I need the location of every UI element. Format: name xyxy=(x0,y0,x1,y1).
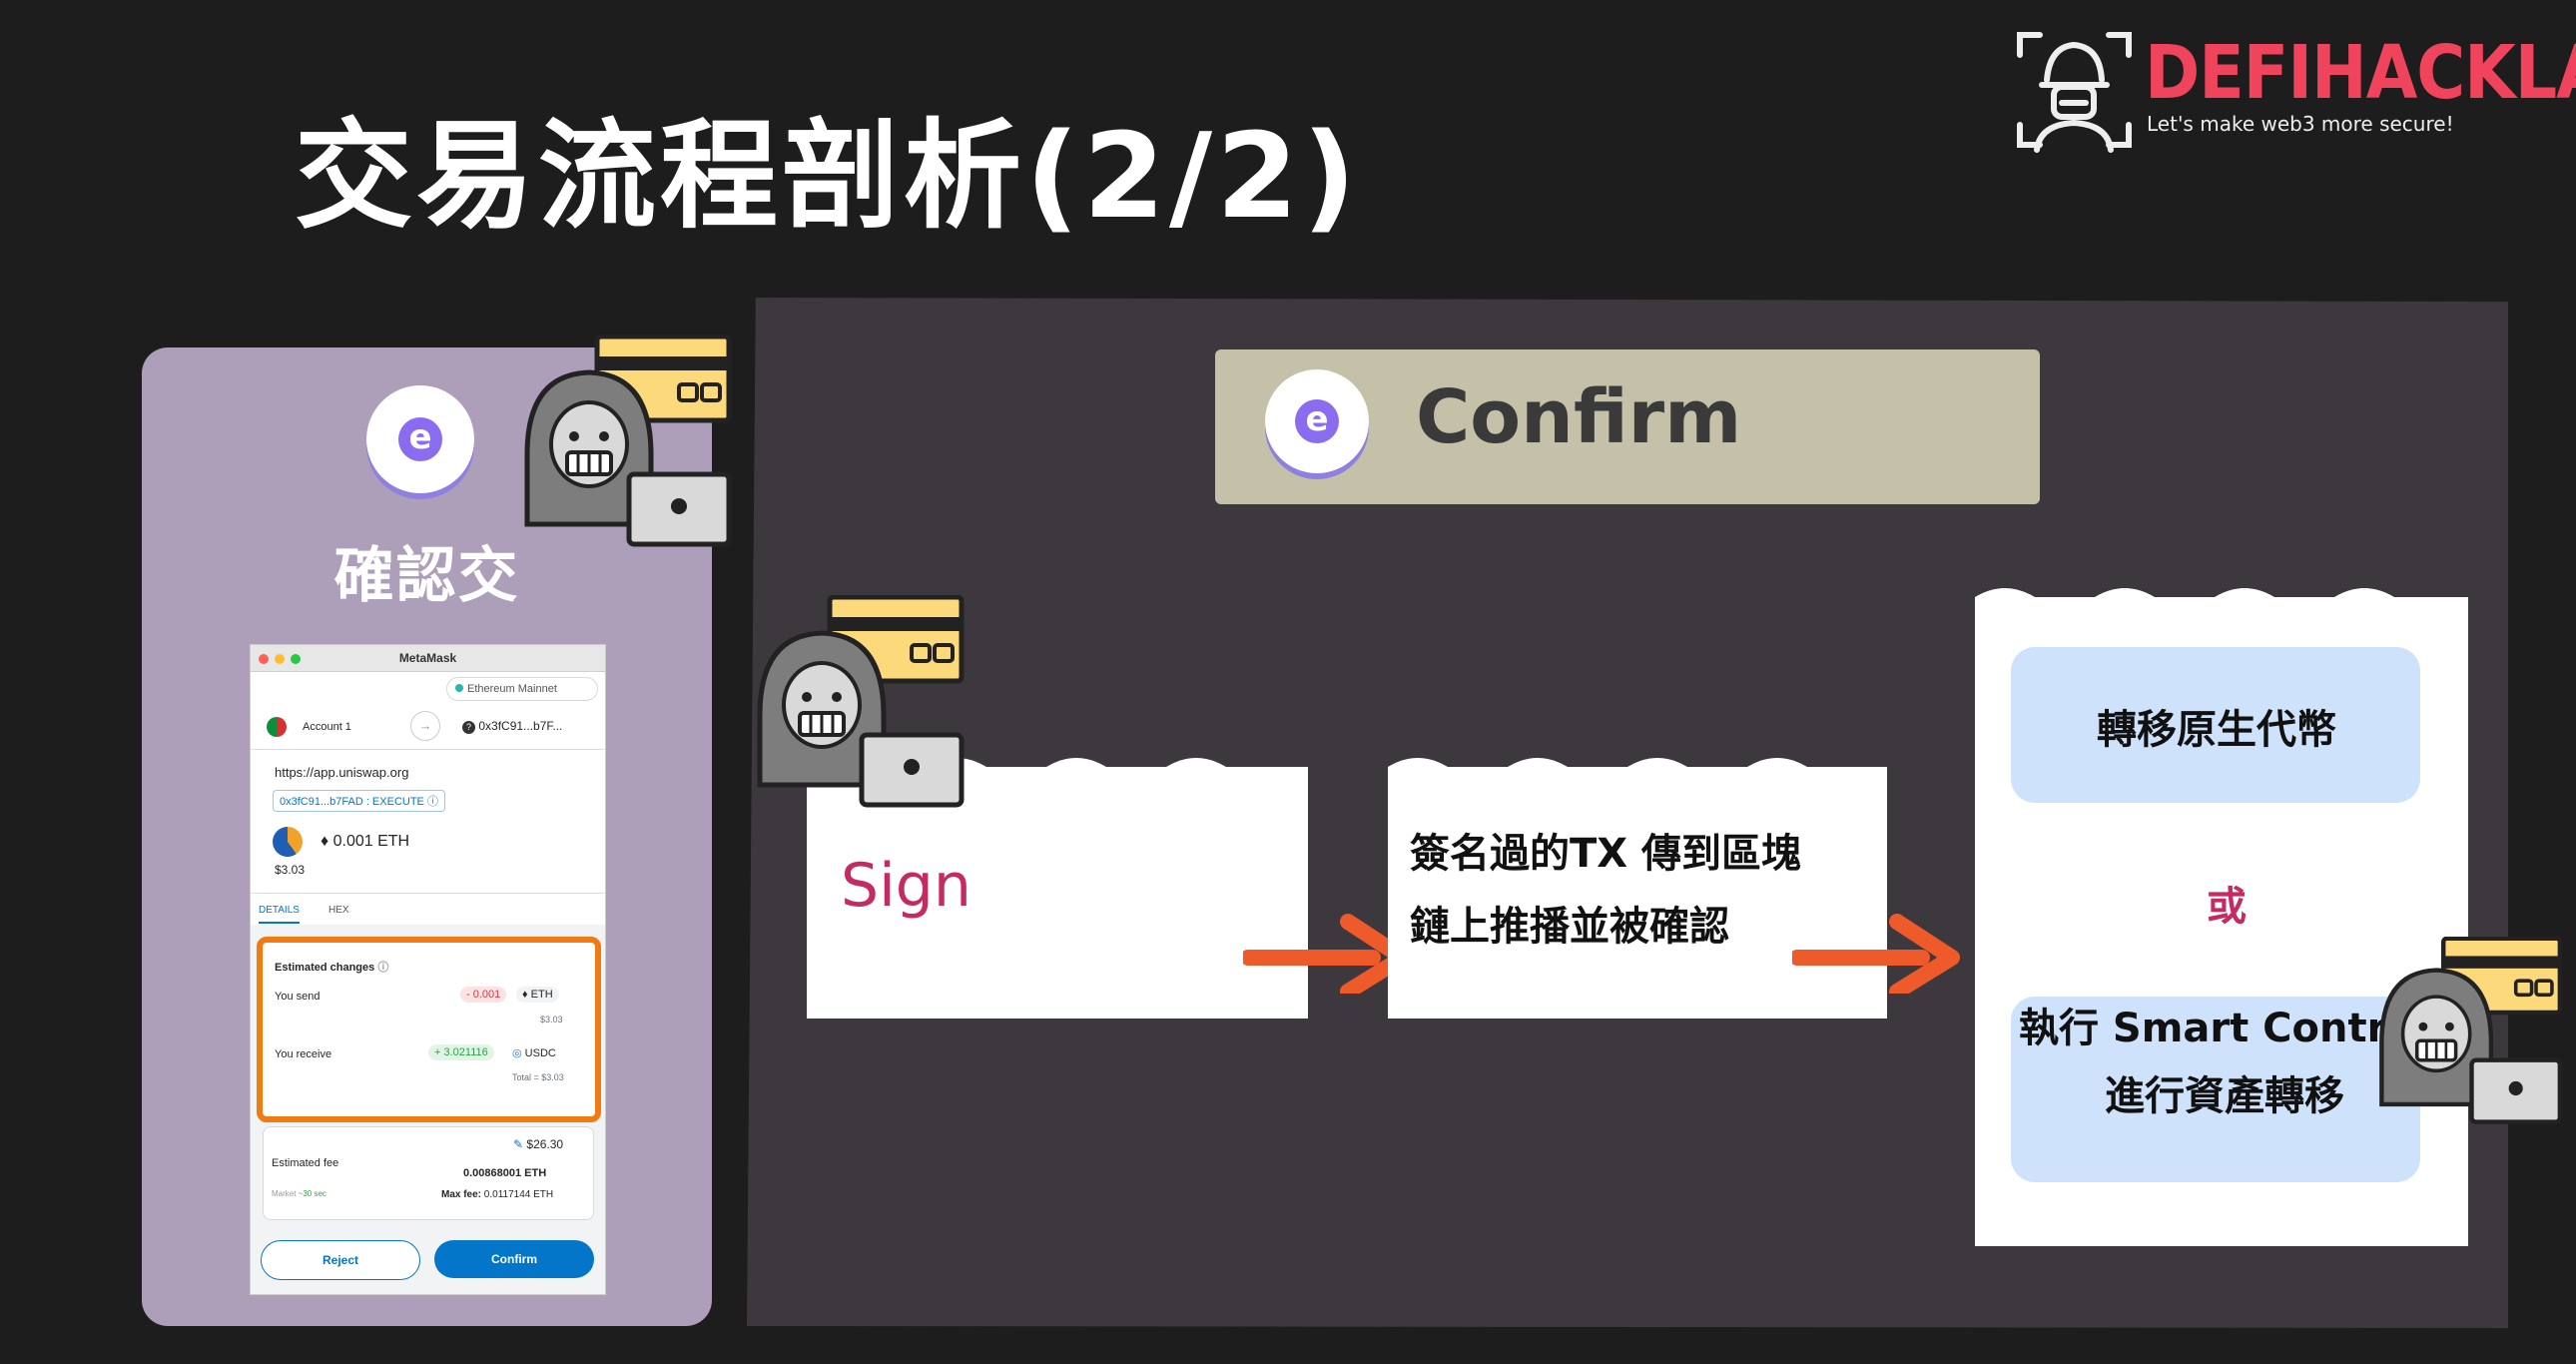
confirm-banner: e xyxy=(1215,349,2040,504)
brand-tagline: Let's make web3 more secure! xyxy=(2147,112,2454,136)
metamask-emoji-icon: e xyxy=(1265,369,1369,473)
arrow-right-icon: → xyxy=(410,711,440,741)
usdc-icon: ◎ xyxy=(512,1047,522,1059)
tab-hex[interactable]: HEX xyxy=(328,905,349,916)
window-title: MetaMask xyxy=(398,651,457,665)
you-receive-label: You receive xyxy=(275,1048,332,1060)
network-name: Ethereum Mainnet xyxy=(467,683,557,695)
arrow-right-icon xyxy=(1792,914,1960,994)
brand-logo xyxy=(2012,25,2137,155)
torn-edge xyxy=(1388,758,1887,779)
outcome-contract-line1: 執行 Smart Contract xyxy=(2019,1006,2398,1051)
estimated-changes-heading: Estimated changes ⓘ xyxy=(275,962,389,974)
contract-method-badge[interactable]: 0x3fC91...b7FAD : EXECUTE ⓘ xyxy=(273,790,445,812)
confirm-panel-label: 確認交 xyxy=(333,541,520,611)
recipient-address[interactable]: ? 0x3fC91...b7F... xyxy=(462,719,562,734)
tab-details[interactable]: DETAILS xyxy=(259,905,300,924)
estimated-changes-box: Estimated changes ⓘ You send - 0.001 ♦ E… xyxy=(257,937,601,1122)
info-icon: ⓘ xyxy=(377,962,389,974)
outcome-contract-box xyxy=(2011,997,2420,1182)
hacker-sticker-icon xyxy=(751,594,972,810)
confirm-button[interactable]: Confirm xyxy=(434,1240,594,1278)
step-card-sign xyxy=(807,758,1308,1019)
step-broadcast-line2: 鏈上推播並被確認 xyxy=(1410,904,1729,950)
brand-name: DEFIHACKLABS xyxy=(2145,30,2576,116)
estimated-fee-box: ✎ $26.30 Estimated fee 0.00868001 ETH Ma… xyxy=(263,1126,594,1220)
confirm-banner-label: Confirm xyxy=(1416,374,1742,460)
reject-button[interactable]: Reject xyxy=(261,1240,420,1280)
account-avatar xyxy=(267,717,287,737)
fee-eth: 0.00868001 ETH xyxy=(463,1167,547,1179)
max-fee: Max fee: 0.0117144 ETH xyxy=(441,1189,554,1200)
fee-speed: Market ~30 sec xyxy=(272,1189,326,1198)
edit-icon[interactable]: ✎ xyxy=(513,1137,524,1151)
send-amount-fiat: $3.03 xyxy=(275,863,306,877)
step-sign-text: Sign 一筆交易 xyxy=(841,837,1232,924)
sign-description: 一筆交易 xyxy=(970,851,1232,921)
step-card-broadcast xyxy=(1388,758,1887,1019)
contract-method-text: 0x3fC91...b7FAD : EXECUTE xyxy=(280,796,424,808)
minimize-window-button[interactable] xyxy=(275,654,285,664)
metamask-confirm-window: MetaMask Ethereum Mainnet Account 1 → ? … xyxy=(250,644,606,1295)
send-amount: ♦ 0.001 ETH xyxy=(321,833,410,850)
metamask-emoji-icon: e xyxy=(366,385,474,493)
hacker-sticker-icon xyxy=(519,334,739,549)
fee-fiat: ✎ $26.30 xyxy=(513,1137,564,1151)
receive-total: Total = $3.03 xyxy=(512,1072,564,1082)
info-icon: ⓘ xyxy=(426,796,438,808)
divider xyxy=(251,749,605,750)
outcome-contract-line2: 進行資產轉移 xyxy=(2105,1073,2344,1119)
dapp-token-icon xyxy=(273,827,303,857)
send-fiat: $3.03 xyxy=(540,1015,563,1024)
sign-keyword: Sign xyxy=(841,851,971,921)
window-titlebar: MetaMask xyxy=(251,645,605,672)
outcome-card xyxy=(1975,588,2468,1246)
send-token: ♦ ETH xyxy=(516,987,559,1003)
send-value-badge: - 0.001 xyxy=(460,987,507,1003)
slide-title: 交易流程剖析(2/2) xyxy=(295,107,1361,245)
you-send-label: You send xyxy=(275,991,321,1003)
outcome-native-transfer: 轉移原生代幣 xyxy=(2097,707,2336,753)
help-icon: ? xyxy=(462,721,475,734)
hacker-mascot-icon xyxy=(2017,32,2132,153)
network-selector[interactable]: Ethereum Mainnet xyxy=(446,677,598,701)
receive-token: ◎ USDC xyxy=(512,1047,556,1059)
close-window-button[interactable] xyxy=(259,654,269,664)
or-separator: 或 xyxy=(2207,884,2247,930)
divider xyxy=(251,893,605,894)
origin-site: https://app.uniswap.org xyxy=(275,765,409,780)
hacker-sticker-icon xyxy=(2374,936,2569,1126)
step-broadcast-line1: 簽名過的TX 傳到區塊 xyxy=(1410,831,1802,877)
receive-value-badge: + 3.021116 xyxy=(428,1044,494,1060)
network-status-icon xyxy=(455,684,463,692)
estimated-fee-label: Estimated fee xyxy=(272,1157,339,1169)
torn-edge xyxy=(1975,588,2468,609)
zoom-window-button[interactable] xyxy=(291,654,301,664)
send-amount-value: 0.001 ETH xyxy=(332,833,410,850)
outcome-native-transfer-box xyxy=(2011,647,2420,803)
account-name[interactable]: Account 1 xyxy=(303,721,351,733)
recipient-address-text: 0x3fC91...b7F... xyxy=(478,719,563,733)
